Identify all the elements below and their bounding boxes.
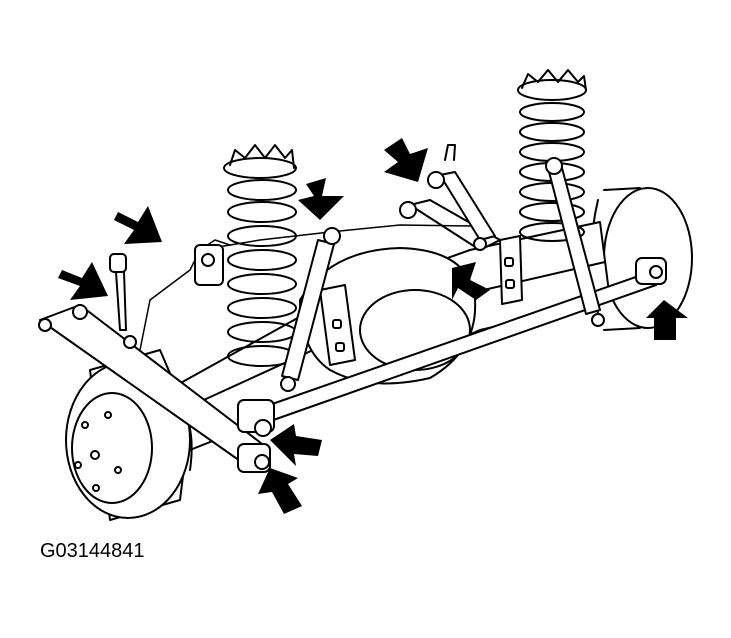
bushings [194, 244, 667, 473]
left-coil-spring [223, 144, 297, 367]
callout-arrow [114, 206, 162, 244]
callout-arrow [58, 262, 108, 300]
right-shock-absorber [545, 157, 605, 327]
callout-arrow [452, 262, 490, 300]
callout-arrow [298, 178, 344, 220]
callout-arrow [258, 468, 302, 514]
left-shock-absorber [280, 227, 341, 392]
upper-control-arm [399, 144, 501, 251]
figure-id-label: G03144841 [40, 540, 145, 562]
callout-arrows [58, 138, 688, 514]
callout-arrow [646, 300, 688, 340]
callout-arrow [270, 424, 322, 466]
callout-arrow [384, 138, 428, 182]
rear-suspension-diagram [38, 69, 693, 521]
stabilizer-link [109, 253, 137, 349]
right-coil-spring [517, 69, 587, 242]
